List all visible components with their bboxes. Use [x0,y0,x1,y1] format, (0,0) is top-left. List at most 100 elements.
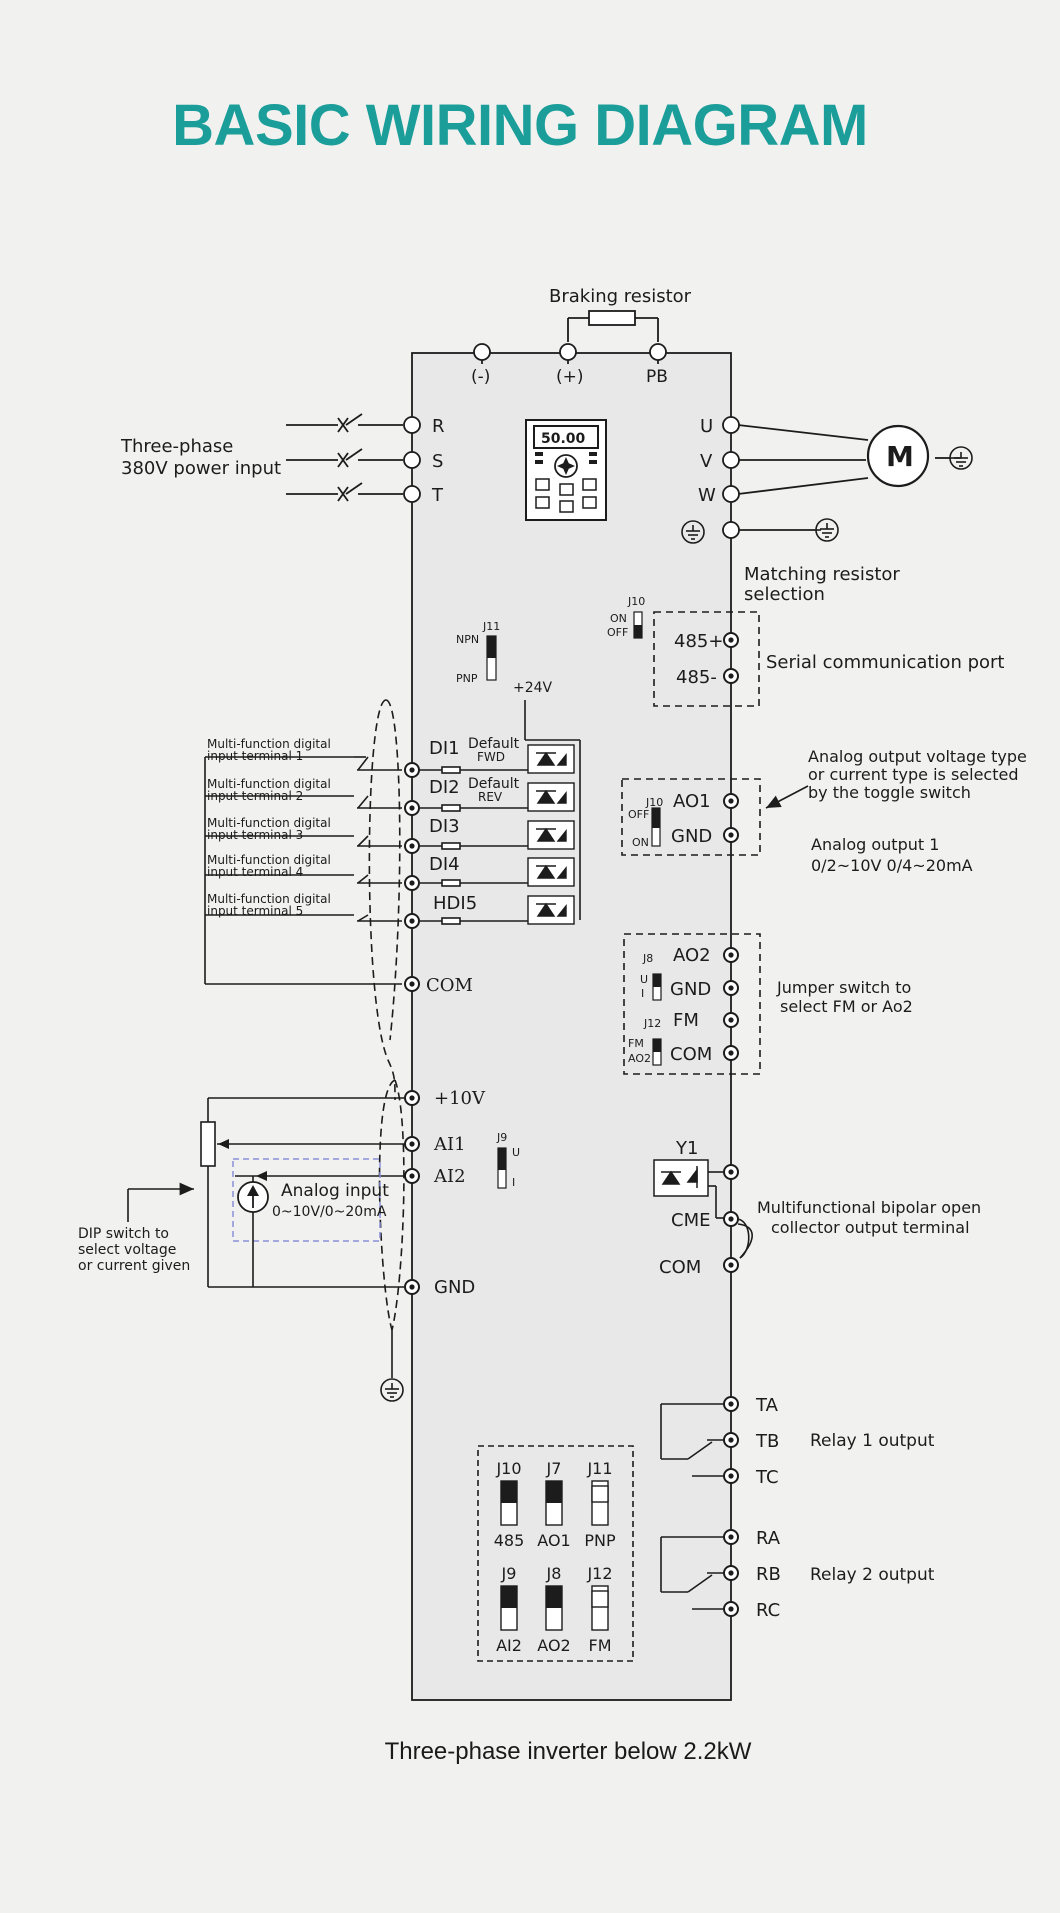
di2-rev: REV [478,790,503,804]
keypad-panel: 50.00 [525,419,607,521]
j9-ai2-switch[interactable] [497,1147,507,1189]
keypad-display: 50.00 [541,431,586,447]
terminal-dc-minus [473,343,491,361]
label-ao2-gnd: GND [670,979,711,1000]
digital-input-wiring [204,700,581,985]
input-1-desc-1: Multi-function digital [207,737,331,751]
ao2-note-2: select FM or Ao2 [780,997,913,1016]
label-t: T [431,485,444,506]
ao1-on-label: ON [632,836,649,849]
label-pb: PB [646,367,668,387]
label-u: U [700,416,713,437]
optocoupler-di1 [527,744,575,774]
optocoupler-group [527,744,575,925]
ao1-note-1: Analog output voltage type [808,747,1027,766]
switch-position-label: AO1 [537,1531,570,1550]
dip-switch-label-2: select voltage [78,1242,176,1258]
switch-knob [501,1481,517,1503]
label-ao2-com: COM [670,1044,712,1065]
inverter-board [411,352,732,1701]
terminal-u [722,416,740,434]
matching-label-2: selection [744,584,825,605]
j9-label: J9 [496,1131,507,1144]
j10-top-label: J10 [627,595,645,608]
label-10v: +10V [434,1088,486,1109]
matching-label-1: Matching resistor [744,564,900,585]
label-r: R [432,416,445,437]
label-di4: DI4 [429,854,460,875]
ao2-note-1: Jumper switch to [776,978,911,997]
y1-note-1: Multifunctional bipolar open [757,1198,981,1217]
label-di3: DI3 [429,816,460,837]
ao2-i-label: I [641,987,644,1000]
switch-name-label: J9 [501,1564,517,1583]
switch-name-label: J7 [546,1459,562,1478]
switch-name-label: J11 [586,1459,612,1478]
label-fm: FM [673,1010,699,1031]
serial-port-label: Serial communication port [766,652,1004,673]
label-w: W [698,485,716,506]
terminal-w [722,485,740,503]
j10-ao1-switch[interactable] [651,807,661,847]
switch-panel-box [477,1445,634,1662]
ao1-note-3: by the toggle switch [808,783,971,802]
relay-1-label: Relay 1 output [810,1431,935,1451]
j12-fm-small: FM [628,1037,644,1050]
label-com-left: COM [426,975,473,996]
switch-position-label: AI2 [496,1636,522,1655]
j8-ao2-switch[interactable] [652,973,662,1001]
analog-output-1-box [621,778,761,856]
switch-name-label: J12 [586,1564,612,1583]
label-hdi5: HDI5 [433,893,477,914]
ao1-off-label: OFF [628,808,649,821]
switch-knob [501,1586,517,1608]
analog-input-label-1: Analog input [281,1181,389,1201]
switch-name-label: J8 [546,1564,562,1583]
ao1-label-2: 0/2~10V 0/4~20mA [811,856,973,875]
label-dc-minus: (-) [471,367,490,387]
terminal-pb [649,343,667,361]
label-ai-gnd: GND [434,1277,475,1298]
ao2-u-label: U [640,973,648,986]
ao1-j10-label: J10 [645,796,663,809]
analog-input-wiring [200,1097,404,1288]
ao2-j12-label: J12 [643,1017,661,1030]
npn-label: NPN [456,633,479,646]
ground-icon-board [681,520,705,544]
ground-icon-pe [815,518,839,542]
caption: Three-phase inverter below 2.2kW [384,1738,752,1765]
input-4-desc-1: Multi-function digital [207,853,331,867]
input-2-desc-1: Multi-function digital [207,777,331,791]
y1-note-2: collector output terminal [771,1218,970,1237]
di1-fwd: FWD [477,750,505,764]
label-di2: DI2 [429,777,460,798]
j10-matching-switch[interactable] [633,611,643,639]
switch-position-label: 485 [494,1531,525,1550]
j12-fm-switch[interactable] [652,1038,662,1066]
j10-off-label: OFF [607,626,628,639]
input-2-desc-2: input terminal 2 [207,789,303,803]
switch-knob [591,1590,609,1608]
braking-resistor-label: Braking resistor [549,286,692,307]
ground-icon-shield [380,1378,404,1402]
analog-input-label-2: 0~10V/0~20mA [272,1204,387,1220]
switch-knob [546,1481,562,1503]
motor-wiring [737,424,950,531]
label-ta: TA [755,1395,779,1416]
optocoupler-hdi5 [527,895,575,925]
switch-position-label: PNP [584,1531,616,1550]
optocoupler-di3 [527,820,575,850]
j11-npn-pnp-switch[interactable] [486,635,497,681]
analog-input-source-box [232,1158,381,1242]
j9-i-label: I [512,1176,515,1189]
input-5-desc-2: input terminal 5 [207,904,303,918]
dip-switch-label-1: DIP switch to [78,1226,169,1242]
